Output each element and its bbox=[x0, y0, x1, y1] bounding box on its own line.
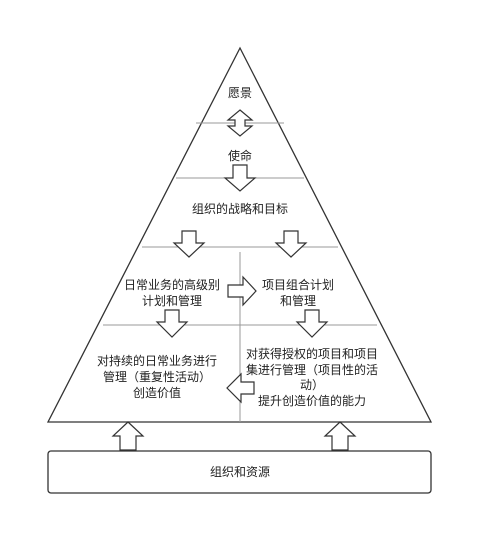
resources-box bbox=[47, 450, 432, 494]
arrow-down-icon bbox=[172, 230, 206, 258]
mission-label: 使命 bbox=[227, 149, 252, 163]
arrow-left-icon bbox=[226, 372, 255, 404]
project-mgmt-line: 集进行管理（项目性的活 bbox=[245, 363, 378, 377]
arrow-up-icon bbox=[323, 421, 357, 451]
portfolio-plan-line: 项目组合计划 bbox=[261, 278, 334, 292]
arrow-down-icon bbox=[155, 309, 189, 338]
ops-mgmt-line: 对持续的日常业务进行 bbox=[96, 354, 217, 368]
ops-mgmt-line: 创造价值 bbox=[132, 386, 181, 400]
project-mgmt-line: 对获得授权的项目和项目 bbox=[245, 347, 378, 361]
arrow-down-icon bbox=[223, 164, 257, 192]
strategy-label: 组织的战略和目标 bbox=[191, 202, 288, 216]
portfolio-plan-line: 和管理 bbox=[279, 294, 316, 308]
vision-label: 愿景 bbox=[227, 86, 252, 100]
arrow-up-icon bbox=[111, 421, 145, 451]
ops-mgmt-line: 管理（重复性活动） bbox=[102, 370, 211, 384]
double-arrow-icon bbox=[226, 109, 254, 137]
arrow-right-icon bbox=[227, 275, 257, 307]
ops-plan-line: 计划和管理 bbox=[141, 294, 202, 308]
arrow-down-icon bbox=[274, 230, 308, 258]
ops-plan-line: 日常业务的高级别 bbox=[123, 278, 220, 292]
resources-label: 组织和资源 bbox=[209, 465, 270, 479]
project-mgmt-line: 动） bbox=[299, 378, 324, 392]
project-mgmt-line: 提升创造价值的能力 bbox=[257, 394, 366, 408]
arrow-down-icon bbox=[295, 309, 329, 338]
